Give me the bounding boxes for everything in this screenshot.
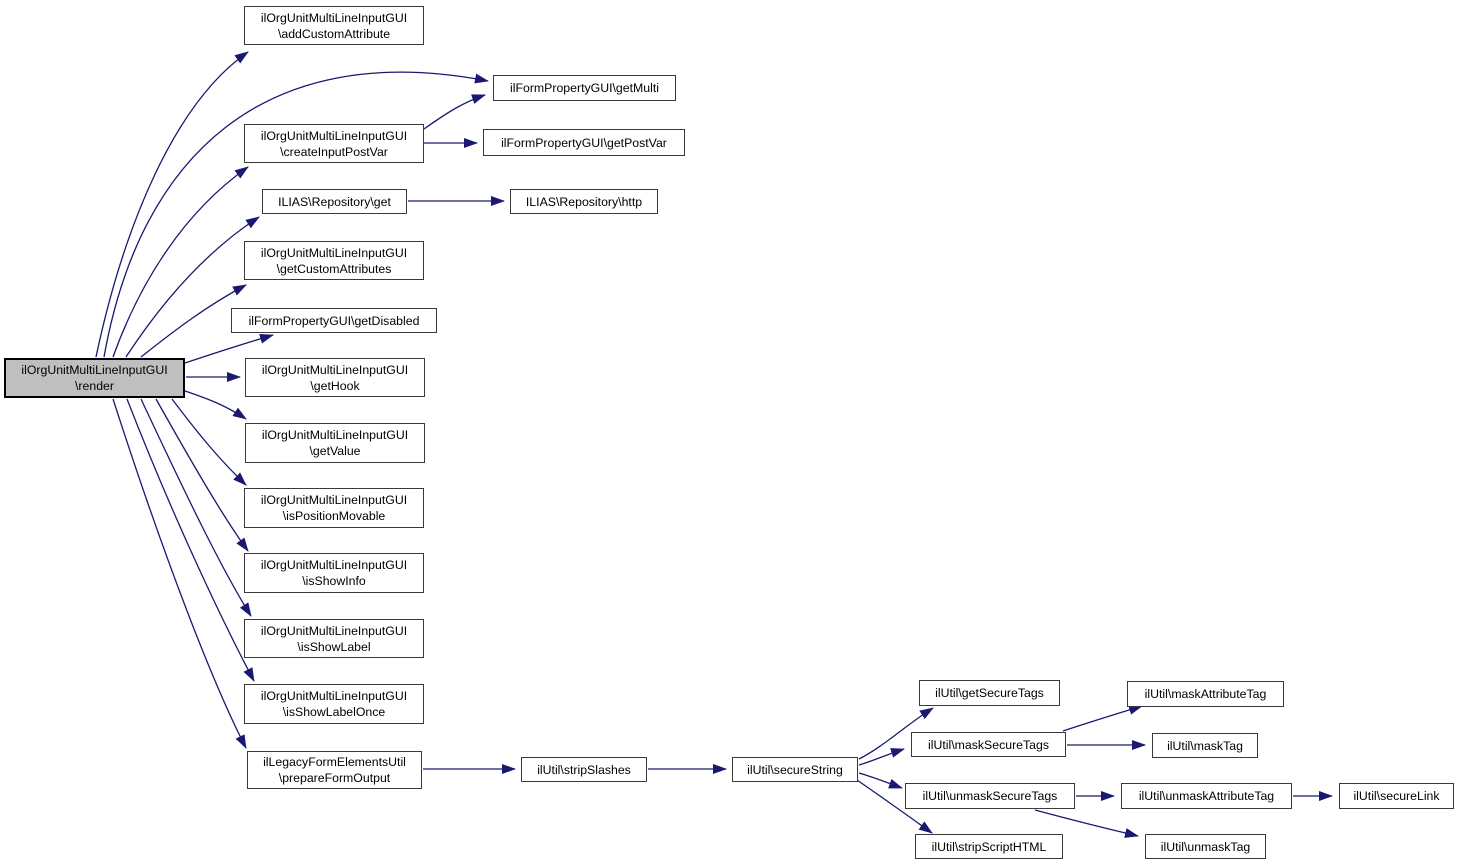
node-label: ilUtil\stripScriptHTML: [931, 839, 1047, 854]
edge-render-to-getValue: [184, 390, 247, 420]
node-label: ilUtil\maskSecureTags: [928, 737, 1049, 752]
node-get-value[interactable]: ilOrgUnitMultiLineInputGUI \getValue: [245, 423, 425, 463]
node-label: \isShowInfo: [302, 574, 366, 588]
node-get-hook[interactable]: ilOrgUnitMultiLineInputGUI \getHook: [245, 358, 425, 397]
node-prepare-form-output[interactable]: ilLegacyFormElementsUtil \prepareFormOut…: [247, 751, 422, 789]
edge-render-to-repository-get: [125, 216, 260, 358]
node-repository-http[interactable]: ILIAS\Repository\http: [510, 189, 658, 214]
node-mask-attribute-tag[interactable]: ilUtil\maskAttributeTag: [1127, 681, 1284, 707]
node-strip-script-html[interactable]: ilUtil\stripScriptHTML: [915, 834, 1063, 859]
node-get-secure-tags[interactable]: ilUtil\getSecureTags: [919, 680, 1060, 706]
node-label: ilOrgUnitMultiLineInputGUI: [260, 558, 408, 572]
node-label: ilOrgUnitMultiLineInputGUI: [261, 362, 409, 377]
node-label: \getValue: [309, 444, 361, 458]
node-mask-secure-tags[interactable]: ilUtil\maskSecureTags: [911, 732, 1066, 757]
node-label: \render: [75, 379, 114, 393]
node-label: ilUtil\secureLink: [1353, 789, 1440, 803]
node-label: ILIAS\Repository\http: [525, 194, 643, 209]
node-label: \isPositionMovable: [282, 509, 386, 523]
edge-maskSecureTags-to-maskAttributeTag: [1062, 705, 1143, 732]
node-get-multi[interactable]: ilFormPropertyGUI\getMulti: [493, 75, 676, 101]
node-label: ilUtil\unmaskSecureTags: [922, 789, 1058, 803]
node-label: ilOrgUnitMultiLineInputGUI: [260, 623, 408, 638]
node-is-position-movable[interactable]: ilOrgUnitMultiLineInputGUI \isPositionMo…: [244, 488, 424, 528]
node-label: ilOrgUnitMultiLineInputGUI: [260, 689, 408, 703]
edge-unmaskSecureTags-to-unmaskTag: [1034, 809, 1139, 838]
node-label: \createInputPostVar: [280, 144, 388, 159]
edge-secureString-to-unmaskSecureTags: [858, 772, 903, 789]
node-label: ilLegacyFormElementsUtil: [263, 755, 406, 769]
edge-render-to-prepareFormOutput: [112, 398, 247, 749]
node-label: ilUtil\maskAttributeTag: [1144, 687, 1267, 701]
node-label: ilOrgUnitMultiLineInputGUI: [21, 363, 168, 377]
edge-render-to-getCustomAttributes: [140, 284, 247, 358]
node-label: ilOrgUnitMultiLineInputGUI: [261, 428, 409, 442]
edge-render-to-getMulti: [103, 71, 489, 358]
edge-render-to-isPositionMovable: [171, 398, 247, 486]
node-unmask-secure-tags[interactable]: ilUtil\unmaskSecureTags: [905, 783, 1075, 809]
edge-createInputPostVar-to-getMulti: [423, 94, 486, 130]
node-unmask-attribute-tag[interactable]: ilUtil\unmaskAttributeTag: [1121, 783, 1292, 809]
edge-render-to-createInputPostVar: [112, 166, 249, 358]
node-render[interactable]: ilOrgUnitMultiLineInputGUI \render: [4, 358, 185, 398]
node-label: ilFormPropertyGUI\getDisabled: [248, 313, 420, 328]
node-add-custom-attribute[interactable]: ilOrgUnitMultiLineInputGUI \addCustomAtt…: [244, 6, 424, 45]
node-mask-tag[interactable]: ilUtil\maskTag: [1152, 733, 1258, 758]
node-label: ilOrgUnitMultiLineInputGUI: [260, 10, 408, 25]
node-label: ilOrgUnitMultiLineInputGUI: [260, 493, 408, 507]
node-label: ilUtil\unmaskTag: [1160, 839, 1251, 854]
node-repository-get[interactable]: ILIAS\Repository\get: [262, 189, 407, 214]
node-label: ilUtil\unmaskAttributeTag: [1138, 789, 1275, 803]
node-label: \isShowLabelOnce: [282, 705, 386, 719]
edge-secureString-to-maskSecureTags: [858, 748, 905, 766]
node-label: ilUtil\getSecureTags: [935, 686, 1044, 700]
node-get-post-var[interactable]: ilFormPropertyGUI\getPostVar: [483, 129, 685, 156]
node-is-show-label-once[interactable]: ilOrgUnitMultiLineInputGUI \isShowLabelO…: [244, 684, 424, 724]
edge-render-to-isShowLabel: [140, 398, 252, 617]
node-label: \getCustomAttributes: [276, 261, 392, 276]
node-unmask-tag[interactable]: ilUtil\unmaskTag: [1145, 834, 1266, 859]
node-get-custom-attributes[interactable]: ilOrgUnitMultiLineInputGUI \getCustomAtt…: [244, 241, 424, 280]
edge-render-to-addCustomAttribute: [95, 51, 249, 358]
node-is-show-label[interactable]: ilOrgUnitMultiLineInputGUI \isShowLabel: [244, 619, 424, 658]
edge-render-to-isShowInfo: [155, 398, 249, 552]
node-label: \addCustomAttribute: [277, 26, 391, 41]
node-create-input-post-var[interactable]: ilOrgUnitMultiLineInputGUI \createInputP…: [244, 124, 424, 163]
node-get-disabled[interactable]: ilFormPropertyGUI\getDisabled: [231, 308, 437, 333]
node-label: ilUtil\stripSlashes: [537, 762, 631, 777]
node-label: ilOrgUnitMultiLineInputGUI: [260, 128, 408, 143]
node-label: ilFormPropertyGUI\getMulti: [510, 81, 659, 95]
node-label: \prepareFormOutput: [278, 771, 391, 785]
edge-render-to-getDisabled: [184, 333, 274, 364]
edge-secureString-to-stripScriptHTML: [856, 779, 933, 834]
node-label: \getHook: [310, 378, 360, 393]
node-label: ilUtil\maskTag: [1167, 738, 1243, 753]
edge-render-to-isShowLabelOnce: [126, 398, 255, 682]
node-is-show-info[interactable]: ilOrgUnitMultiLineInputGUI \isShowInfo: [244, 553, 424, 593]
node-label: ilOrgUnitMultiLineInputGUI: [260, 245, 408, 260]
node-label: ilUtil\secureString: [747, 762, 843, 777]
edge-secureString-to-getSecureTags: [858, 707, 934, 760]
node-label: \isShowLabel: [297, 639, 371, 654]
node-secure-string[interactable]: ilUtil\secureString: [732, 757, 858, 782]
node-label: ilFormPropertyGUI\getPostVar: [501, 135, 667, 150]
node-strip-slashes[interactable]: ilUtil\stripSlashes: [521, 757, 647, 782]
node-secure-link[interactable]: ilUtil\secureLink: [1339, 783, 1454, 809]
node-label: ILIAS\Repository\get: [278, 194, 391, 209]
